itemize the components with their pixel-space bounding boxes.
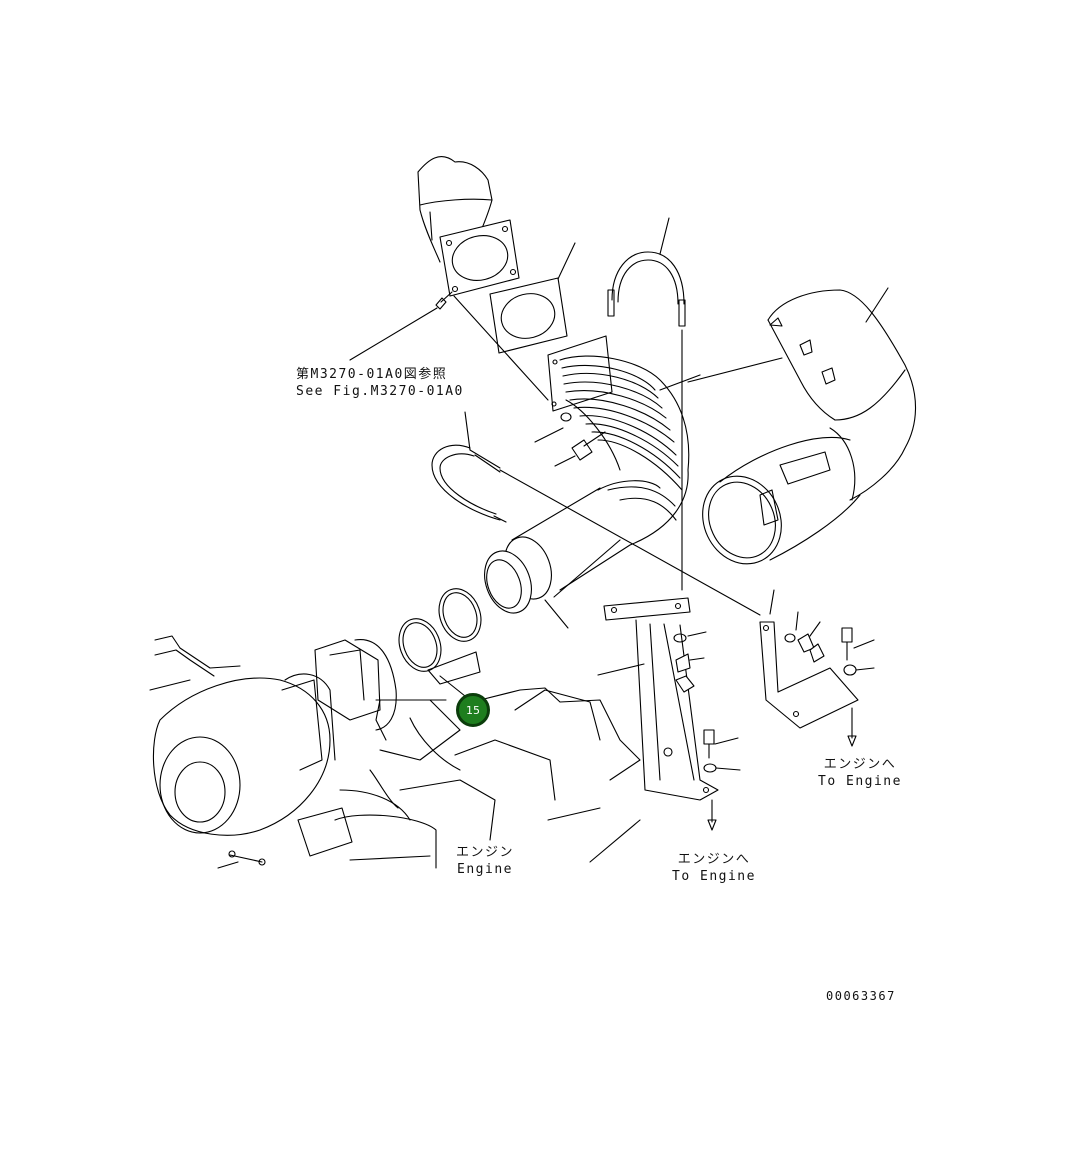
center-support-bracket xyxy=(598,598,740,830)
right-support-bracket xyxy=(760,590,874,746)
engine-label-en: Engine xyxy=(457,862,513,877)
drawing-number: 00063367 xyxy=(826,989,896,1003)
reference-figure-label-en: See Fig.M3270-01A0 xyxy=(296,384,464,399)
gasket xyxy=(490,243,575,353)
to-engine-center-label-jp: エンジンへ xyxy=(677,852,751,867)
lower-elbow-pipe xyxy=(476,470,688,628)
flange-bolt xyxy=(350,292,548,400)
to-engine-right-label-en: To Engine xyxy=(818,774,902,789)
clamp-bolt-nut xyxy=(535,413,605,466)
bellows-hose xyxy=(548,336,700,490)
to-engine-center-label-en: To Engine xyxy=(672,869,756,884)
reference-figure-label-jp: 第M3270-01A0図参照 xyxy=(296,367,448,382)
to-engine-right-label-jp: エンジンへ xyxy=(823,757,897,772)
engine-label-jp: エンジン xyxy=(455,845,514,860)
o-rings xyxy=(392,583,488,700)
upper-pipe-elbow xyxy=(418,157,492,262)
part-callout-15[interactable]: 15 xyxy=(456,693,490,727)
engine-turbocharger xyxy=(150,636,640,868)
upper-flange xyxy=(440,220,519,296)
precleaner-elbow xyxy=(688,288,916,577)
band-clamp xyxy=(432,412,760,615)
u-bolt-clamp xyxy=(608,218,685,590)
